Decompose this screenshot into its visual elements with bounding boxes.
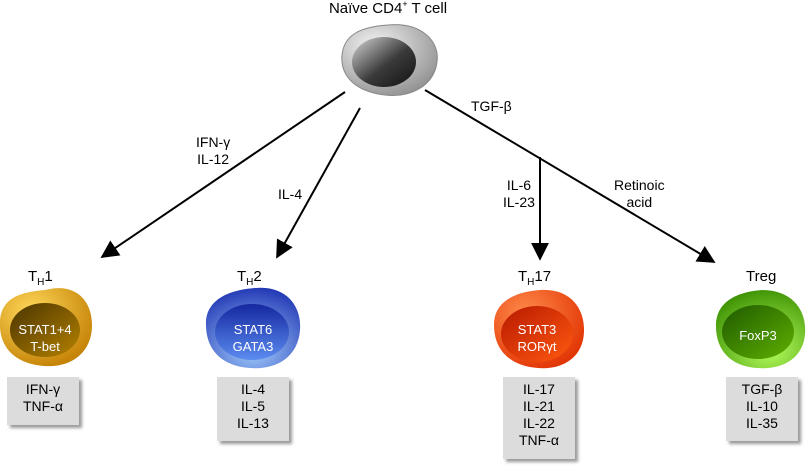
edge-label-tgf: TGF-β <box>471 98 512 114</box>
cytokine-item: IL-10 <box>746 398 778 414</box>
cytokine-item: IL-21 <box>523 398 555 414</box>
arrow-to-th1 <box>100 91 346 259</box>
cytokine-item: IFN-γ <box>25 381 61 397</box>
th1-cell <box>0 288 92 367</box>
cytokine-item: IL-17 <box>523 381 555 397</box>
edge-label-th2: IL-4 <box>278 186 303 202</box>
naive-cd4-cell <box>341 24 438 96</box>
treg-cytokine-box: TGF-β IL-10 IL-35 <box>726 377 798 441</box>
th2-cell <box>205 287 301 369</box>
th2-title: TH2 <box>237 268 262 288</box>
arrow-to-treg <box>424 89 716 263</box>
cytokine-item: IL-22 <box>523 415 555 431</box>
arrow-to-th2 <box>276 107 361 259</box>
root-title: Naïve CD4+ T cell <box>328 0 448 17</box>
th1-title: TH1 <box>28 268 53 288</box>
treg-tf-label: FoxP3 <box>739 328 777 343</box>
cytokine-item: IL-5 <box>240 398 266 414</box>
cytokine-item: TGF-β <box>741 381 783 397</box>
treg-title: Treg <box>746 268 777 285</box>
cytokine-item: IL-13 <box>237 415 269 431</box>
th17-cytokine-box: IL-17 IL-21 IL-22 TNF-α <box>503 377 575 459</box>
cytokine-item: IL-35 <box>746 415 778 431</box>
th17-title: TH17 <box>518 268 552 288</box>
th17-cell <box>494 289 585 369</box>
cytokine-item: TNF-α <box>519 432 559 448</box>
th2-cytokine-box: IL-4 IL-5 IL-13 <box>217 377 289 441</box>
cytokine-item: TNF-α <box>23 398 63 414</box>
cytokine-item: IL-4 <box>240 381 266 397</box>
th1-cytokine-box: IFN-γ TNF-α <box>7 377 79 425</box>
treg-cell <box>716 290 806 369</box>
